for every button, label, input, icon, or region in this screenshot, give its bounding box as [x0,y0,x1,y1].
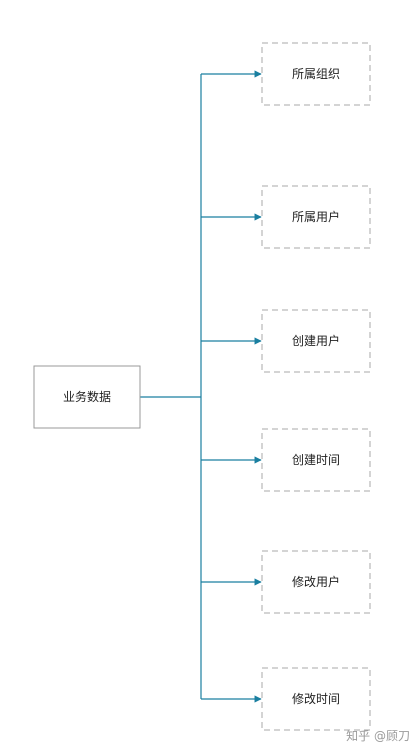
watermark: 知乎 @顾刀 [346,729,410,743]
child-node[interactable]: 创建用户 [261,309,371,373]
child-node-box [261,550,371,614]
root-node-box [33,365,141,429]
child-node-box [261,667,371,731]
child-node[interactable]: 所属组织 [261,42,371,106]
child-node-label: 所属用户 [292,209,340,224]
child-node-box [261,309,371,373]
child-node-label: 所属组织 [292,67,340,81]
child-node-box [261,185,371,249]
child-node-label: 修改用户 [292,574,340,589]
root-node[interactable]: 业务数据 [33,365,141,429]
child-node[interactable]: 所属用户 [261,185,371,249]
child-node[interactable]: 修改用户 [261,550,371,614]
child-node[interactable]: 修改时间 [261,667,371,731]
child-node-label: 创建用户 [292,333,340,348]
child-node-box [261,428,371,492]
connector-group [140,70,262,703]
child-node-label: 创建时间 [292,453,340,467]
child-node[interactable]: 创建时间 [261,428,371,492]
root-node-label: 业务数据 [63,389,111,404]
child-node-label: 修改时间 [292,691,340,706]
child-node-box [261,42,371,106]
watermark-text: 知乎 @顾刀 [346,729,410,743]
